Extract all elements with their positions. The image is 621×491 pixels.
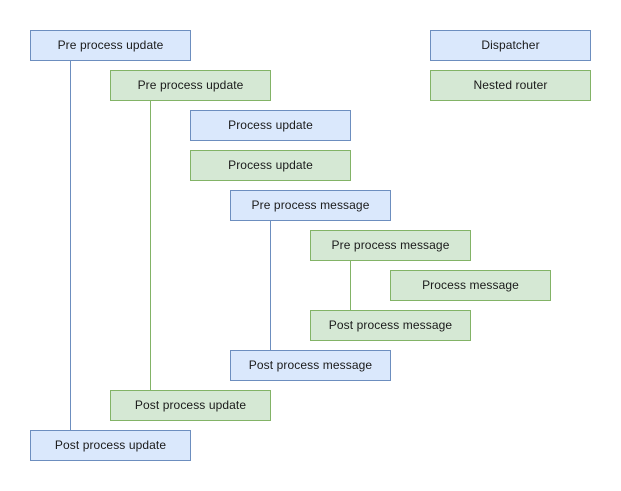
node-post-process-update-dispatcher[interactable]: Post process update [30, 430, 191, 461]
node-post-process-message-dispatcher[interactable]: Post process message [230, 350, 391, 381]
node-pre-process-update-dispatcher[interactable]: Pre process update [30, 30, 191, 61]
node-process-update-dispatcher[interactable]: Process update [190, 110, 351, 141]
node-process-update-router[interactable]: Process update [190, 150, 351, 181]
node-pre-process-message-dispatcher[interactable]: Pre process message [230, 190, 391, 221]
legend-item-dispatcher[interactable]: Dispatcher [430, 30, 591, 61]
edge-pre-process-message-to-post-process-message [350, 260, 351, 311]
edge-pre-process-message-to-post-process-message [270, 220, 271, 351]
legend-item-nested-router[interactable]: Nested router [430, 70, 591, 101]
node-post-process-update-router[interactable]: Post process update [110, 390, 271, 421]
node-pre-process-message-router[interactable]: Pre process message [310, 230, 471, 261]
node-post-process-message-router[interactable]: Post process message [310, 310, 471, 341]
node-pre-process-update-router[interactable]: Pre process update [110, 70, 271, 101]
edge-pre-process-update-to-post-process-update [150, 100, 151, 391]
edge-pre-process-update-to-post-process-update [70, 60, 71, 431]
node-process-message-router[interactable]: Process message [390, 270, 551, 301]
